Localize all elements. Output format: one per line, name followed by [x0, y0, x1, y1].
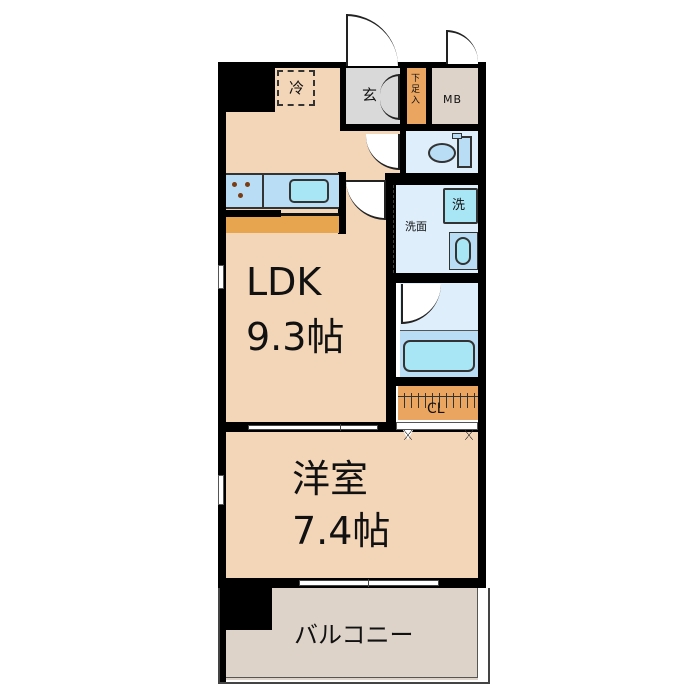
basin-icon — [455, 237, 471, 265]
ldk-size: 9.3帖 — [246, 315, 345, 359]
toilet-tank — [457, 136, 472, 168]
wall-right — [478, 62, 486, 588]
stove-icon — [232, 182, 237, 187]
washroom-label: 洗面 — [405, 220, 427, 233]
western-window-left — [218, 475, 224, 505]
toilet-icon — [428, 143, 456, 163]
stove-divider — [262, 173, 264, 209]
entrance-label: 玄 — [362, 86, 378, 104]
balcony-railing — [218, 588, 490, 684]
wall-entrance-bottom — [340, 124, 486, 131]
kitchen-back-counter — [226, 213, 339, 233]
toilet-tank-lid — [452, 133, 462, 139]
closet-label: CL — [427, 401, 445, 417]
sink-icon — [289, 179, 329, 203]
shoe-storage-label: 下足入 — [411, 74, 421, 106]
washing-machine: 洗 — [443, 188, 478, 224]
ldk-label: LDK — [246, 260, 322, 304]
wall-ldk-right — [386, 180, 396, 432]
balcony-sliding-window[interactable] — [299, 580, 439, 586]
ventilation-box: 冷 — [277, 70, 315, 106]
stove-burner — [238, 193, 243, 198]
wall-shoe-left — [400, 62, 407, 131]
balcony-label: バルコニー — [294, 621, 414, 649]
closet-door-track[interactable] — [396, 422, 478, 430]
closet-door-marker-left-outline — [404, 430, 412, 440]
wall-entrance-left — [340, 62, 346, 128]
bathtub-icon — [403, 340, 475, 372]
ventilation-icon: 冷 — [289, 79, 305, 97]
wall-left — [218, 62, 226, 684]
western-room-floor — [226, 432, 478, 578]
ldk-window-left — [218, 265, 224, 289]
wall-wash-bath — [396, 273, 486, 283]
washing-machine-label: 洗 — [452, 198, 466, 213]
closet-door-marker-right-outline — [465, 430, 473, 440]
western-room-size: 7.4帖 — [292, 509, 391, 553]
wall-bath-closet — [396, 377, 486, 386]
wall-toilet-bottom — [385, 173, 486, 185]
mb-door-swing[interactable] — [446, 30, 478, 64]
sliding-door-divider — [340, 424, 341, 431]
meter-box-label: MB — [443, 93, 463, 106]
structural-column-bottom — [218, 578, 272, 630]
sliding-door-ldk-western[interactable] — [248, 425, 378, 430]
western-room-label: 洋室 — [292, 457, 369, 501]
balcony-window-divider — [368, 579, 369, 587]
closet-rail-line — [398, 396, 478, 397]
entrance-door-swing[interactable] — [346, 14, 398, 66]
stove-burner — [245, 182, 250, 187]
wall-kitchen-right — [338, 172, 346, 234]
structural-column-top — [218, 62, 275, 112]
kitchen-ledge-wall — [226, 210, 281, 217]
washroom-slide-track — [393, 185, 396, 273]
ldk-floor-upper — [275, 68, 345, 114]
balcony-inner-line — [226, 588, 478, 678]
shoe-storage — [407, 68, 426, 124]
meter-box-area — [432, 68, 478, 124]
wall-toilet-left — [400, 124, 406, 176]
wall-shoe-right — [426, 62, 432, 131]
